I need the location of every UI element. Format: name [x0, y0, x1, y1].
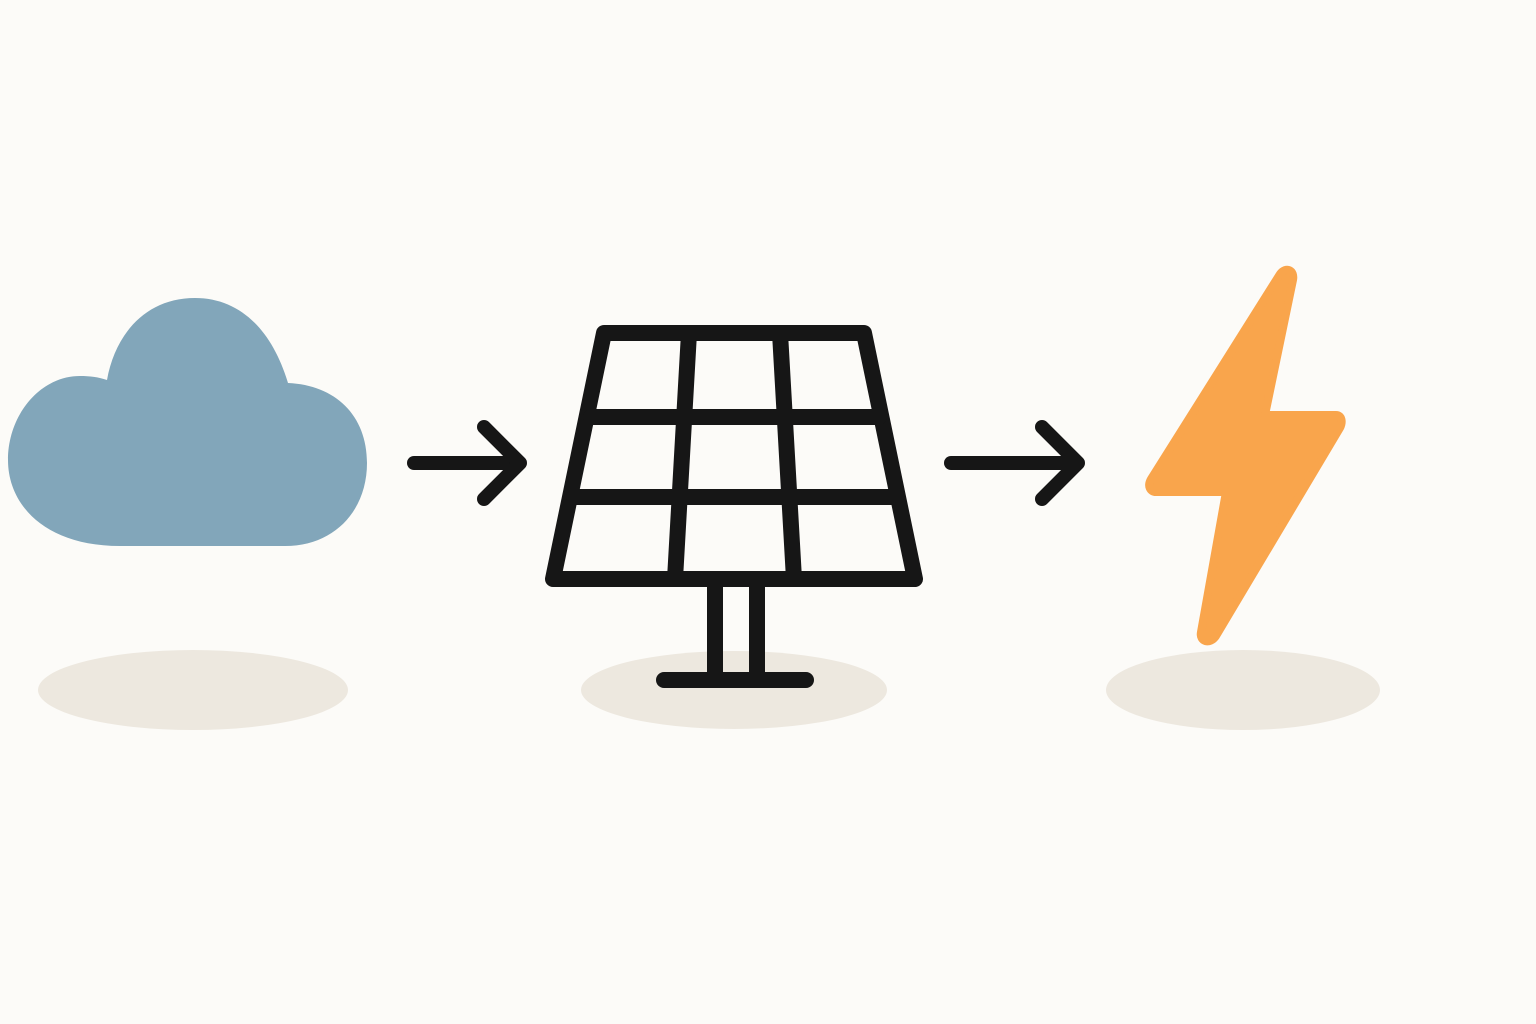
lightning-ground-shadow — [1106, 650, 1380, 730]
arrow-right-icon — [944, 420, 1085, 506]
solar-panel-ground-shadow — [581, 651, 887, 729]
solar-panel-icon — [545, 325, 923, 688]
cloud-icon — [8, 298, 367, 546]
cloud-ground-shadow — [38, 650, 348, 730]
lightning-bolt-icon — [1145, 265, 1346, 646]
arrow-right-icon — [407, 420, 527, 506]
